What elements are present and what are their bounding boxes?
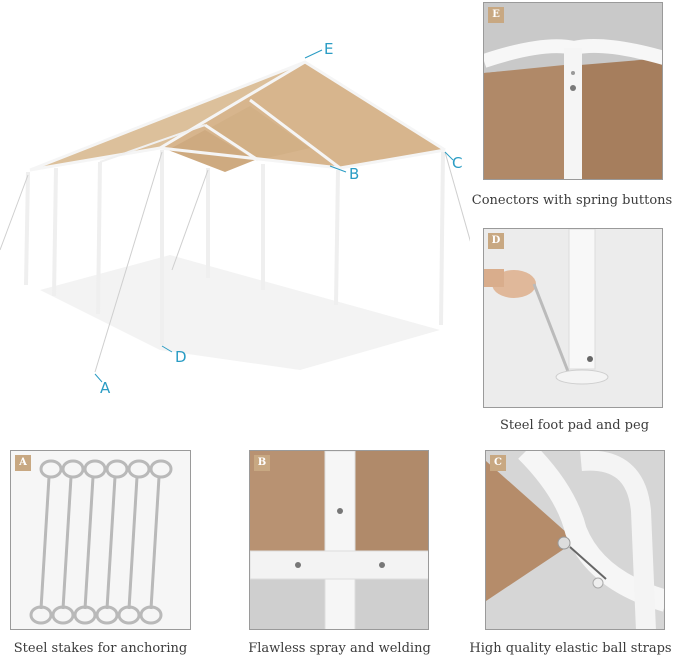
badge-e: E <box>488 7 504 23</box>
badge-b: B <box>254 455 270 471</box>
caption-a: Steel stakes for anchoring <box>13 641 188 656</box>
detail-panel-c: C <box>485 450 665 630</box>
badge-d: D <box>488 233 504 249</box>
canopy-illustration: E B C D A <box>0 0 479 400</box>
caption-c: High quality elastic ball straps <box>469 641 672 656</box>
callout-a: A <box>100 379 111 397</box>
callout-e: E <box>324 40 334 58</box>
detail-panel-d: D <box>483 228 663 408</box>
welding-photo <box>250 451 428 629</box>
callout-c: C <box>452 154 463 172</box>
caption-d: Steel foot pad and peg <box>499 418 650 433</box>
caption-b: Flawless spray and welding <box>248 641 431 656</box>
callout-d: D <box>175 348 187 366</box>
detail-panel-a: A <box>10 450 191 630</box>
badge-a: A <box>15 455 31 471</box>
detail-panel-b: B <box>249 450 429 630</box>
connector-photo <box>484 3 662 179</box>
caption-e: Conectors with spring buttons <box>471 193 673 208</box>
ball-strap-photo <box>486 451 664 629</box>
badge-c: C <box>490 455 506 471</box>
stakes-photo <box>11 451 190 629</box>
detail-panel-e: E <box>483 2 663 180</box>
foot-pad-photo <box>484 229 662 407</box>
callout-b: B <box>349 165 360 183</box>
